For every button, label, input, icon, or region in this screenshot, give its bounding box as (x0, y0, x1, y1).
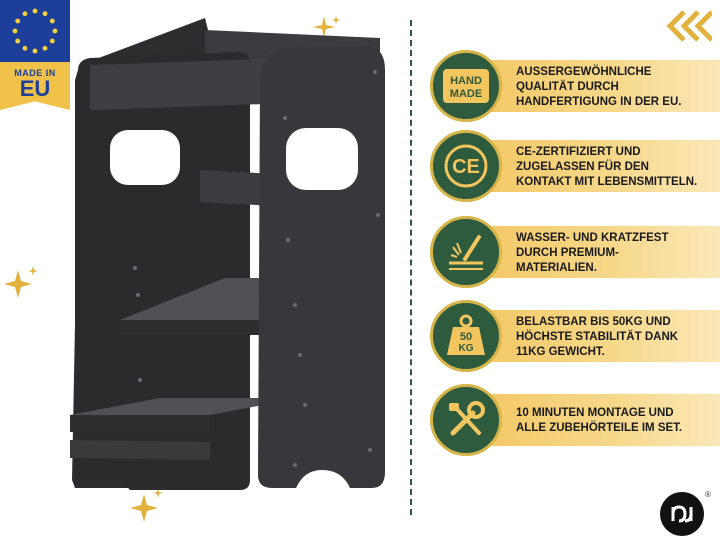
eu-star-icon (49, 18, 55, 24)
made-in-eu-badge: MADE IN EU (0, 0, 70, 122)
eu-star-icon (42, 11, 48, 17)
feature-line: BELASTBAR BIS 50KG UND (516, 315, 671, 328)
feature-line: MATERIALIEN. (516, 261, 597, 274)
feature-row-handmade: HAND MADE AUSSERGEWÖHNLICHE QUALITÄT DUR… (430, 50, 720, 122)
eu-star-icon (15, 18, 21, 24)
chevron-left-icon (666, 10, 712, 42)
ce-mark-icon: CE (430, 130, 502, 202)
handmade-icon-line2: MADE (450, 88, 482, 100)
weight-icon-value: 50 (460, 331, 472, 343)
scratch-resistant-icon (430, 216, 502, 288)
feature-line: 10 MINUTEN MONTAGE UND (516, 407, 674, 419)
feature-line: HANDFERTIGUNG IN DER EU. (516, 95, 682, 108)
sparkle-icon (313, 16, 340, 38)
feature-text: AUSSERGEWÖHNLICHE QUALITÄT DURCH HANDFER… (516, 56, 716, 118)
eu-star-icon (15, 38, 21, 44)
feature-text: BELASTBAR BIS 50KG UND HÖCHSTE STABILITÄ… (516, 306, 716, 368)
registered-mark: ® (705, 490, 711, 499)
eu-star-icon (22, 11, 28, 17)
weight-icon-unit: KG (459, 343, 474, 354)
feature-line: DURCH PREMIUM- (516, 246, 619, 259)
feature-line: 11KG GEWICHT. (516, 345, 605, 358)
feature-line: WASSER- UND KRATZFEST (516, 231, 669, 244)
learning-tower-stool-image (70, 18, 385, 490)
handmade-stamp-icon: HAND MADE (430, 50, 502, 122)
eu-flag-icon (0, 0, 70, 62)
feature-text: WASSER- UND KRATZFEST DURCH PREMIUM- MAT… (516, 222, 716, 284)
feature-row-ce: CE CE-ZERTIFIZIERT UND ZUGELASSEN FÜR DE… (430, 130, 720, 202)
sparkle-icon (4, 266, 38, 298)
made-in-label: MADE IN (14, 68, 56, 78)
feature-row-scratch-resistant: WASSER- UND KRATZFEST DURCH PREMIUM- MAT… (430, 216, 720, 288)
ce-icon-text: CE (452, 156, 480, 178)
eu-label: EU (19, 76, 51, 101)
feature-row-assembly: 10 MINUTEN MONTAGE UND ALLE ZUBEHÖRTEILE… (430, 384, 720, 456)
eu-star-icon (22, 45, 28, 51)
feature-row-load-capacity: 50 KG BELASTBAR BIS 50KG UND HÖCHSTE STA… (430, 300, 720, 372)
tools-wrench-icon (430, 384, 502, 456)
eu-star-icon (49, 38, 55, 44)
brand-logo (660, 492, 704, 536)
eu-star-icon (52, 28, 58, 34)
feature-text: 10 MINUTEN MONTAGE UND ALLE ZUBEHÖRTEILE… (516, 390, 716, 452)
feature-line: HÖCHSTE STABILITÄT DANK (516, 330, 679, 343)
weight-50kg-icon: 50 KG (430, 300, 502, 372)
eu-star-icon (12, 28, 18, 34)
sparkle-icon (130, 488, 163, 522)
feature-line: CE-ZERTIFIZIERT UND (516, 145, 641, 158)
handmade-icon-line1: HAND (450, 75, 482, 87)
feature-line: ALLE ZUBEHÖRTEILE IM SET. (516, 422, 683, 434)
eu-star-icon (32, 8, 38, 14)
brand-logo-icon (671, 505, 693, 523)
feature-text: CE-ZERTIFIZIERT UND ZUGELASSEN FÜR DEN K… (516, 136, 716, 198)
feature-line: QUALITÄT DURCH (516, 80, 619, 93)
feature-line: AUSSERGEWÖHNLICHE (516, 65, 652, 78)
feature-line: ZUGELASSEN FÜR DEN (516, 160, 649, 173)
eu-star-icon (32, 48, 38, 54)
eu-star-icon (42, 45, 48, 51)
dashed-divider (410, 20, 414, 515)
feature-line: KONTAKT MIT LEBENSMITTELN. (516, 175, 698, 188)
